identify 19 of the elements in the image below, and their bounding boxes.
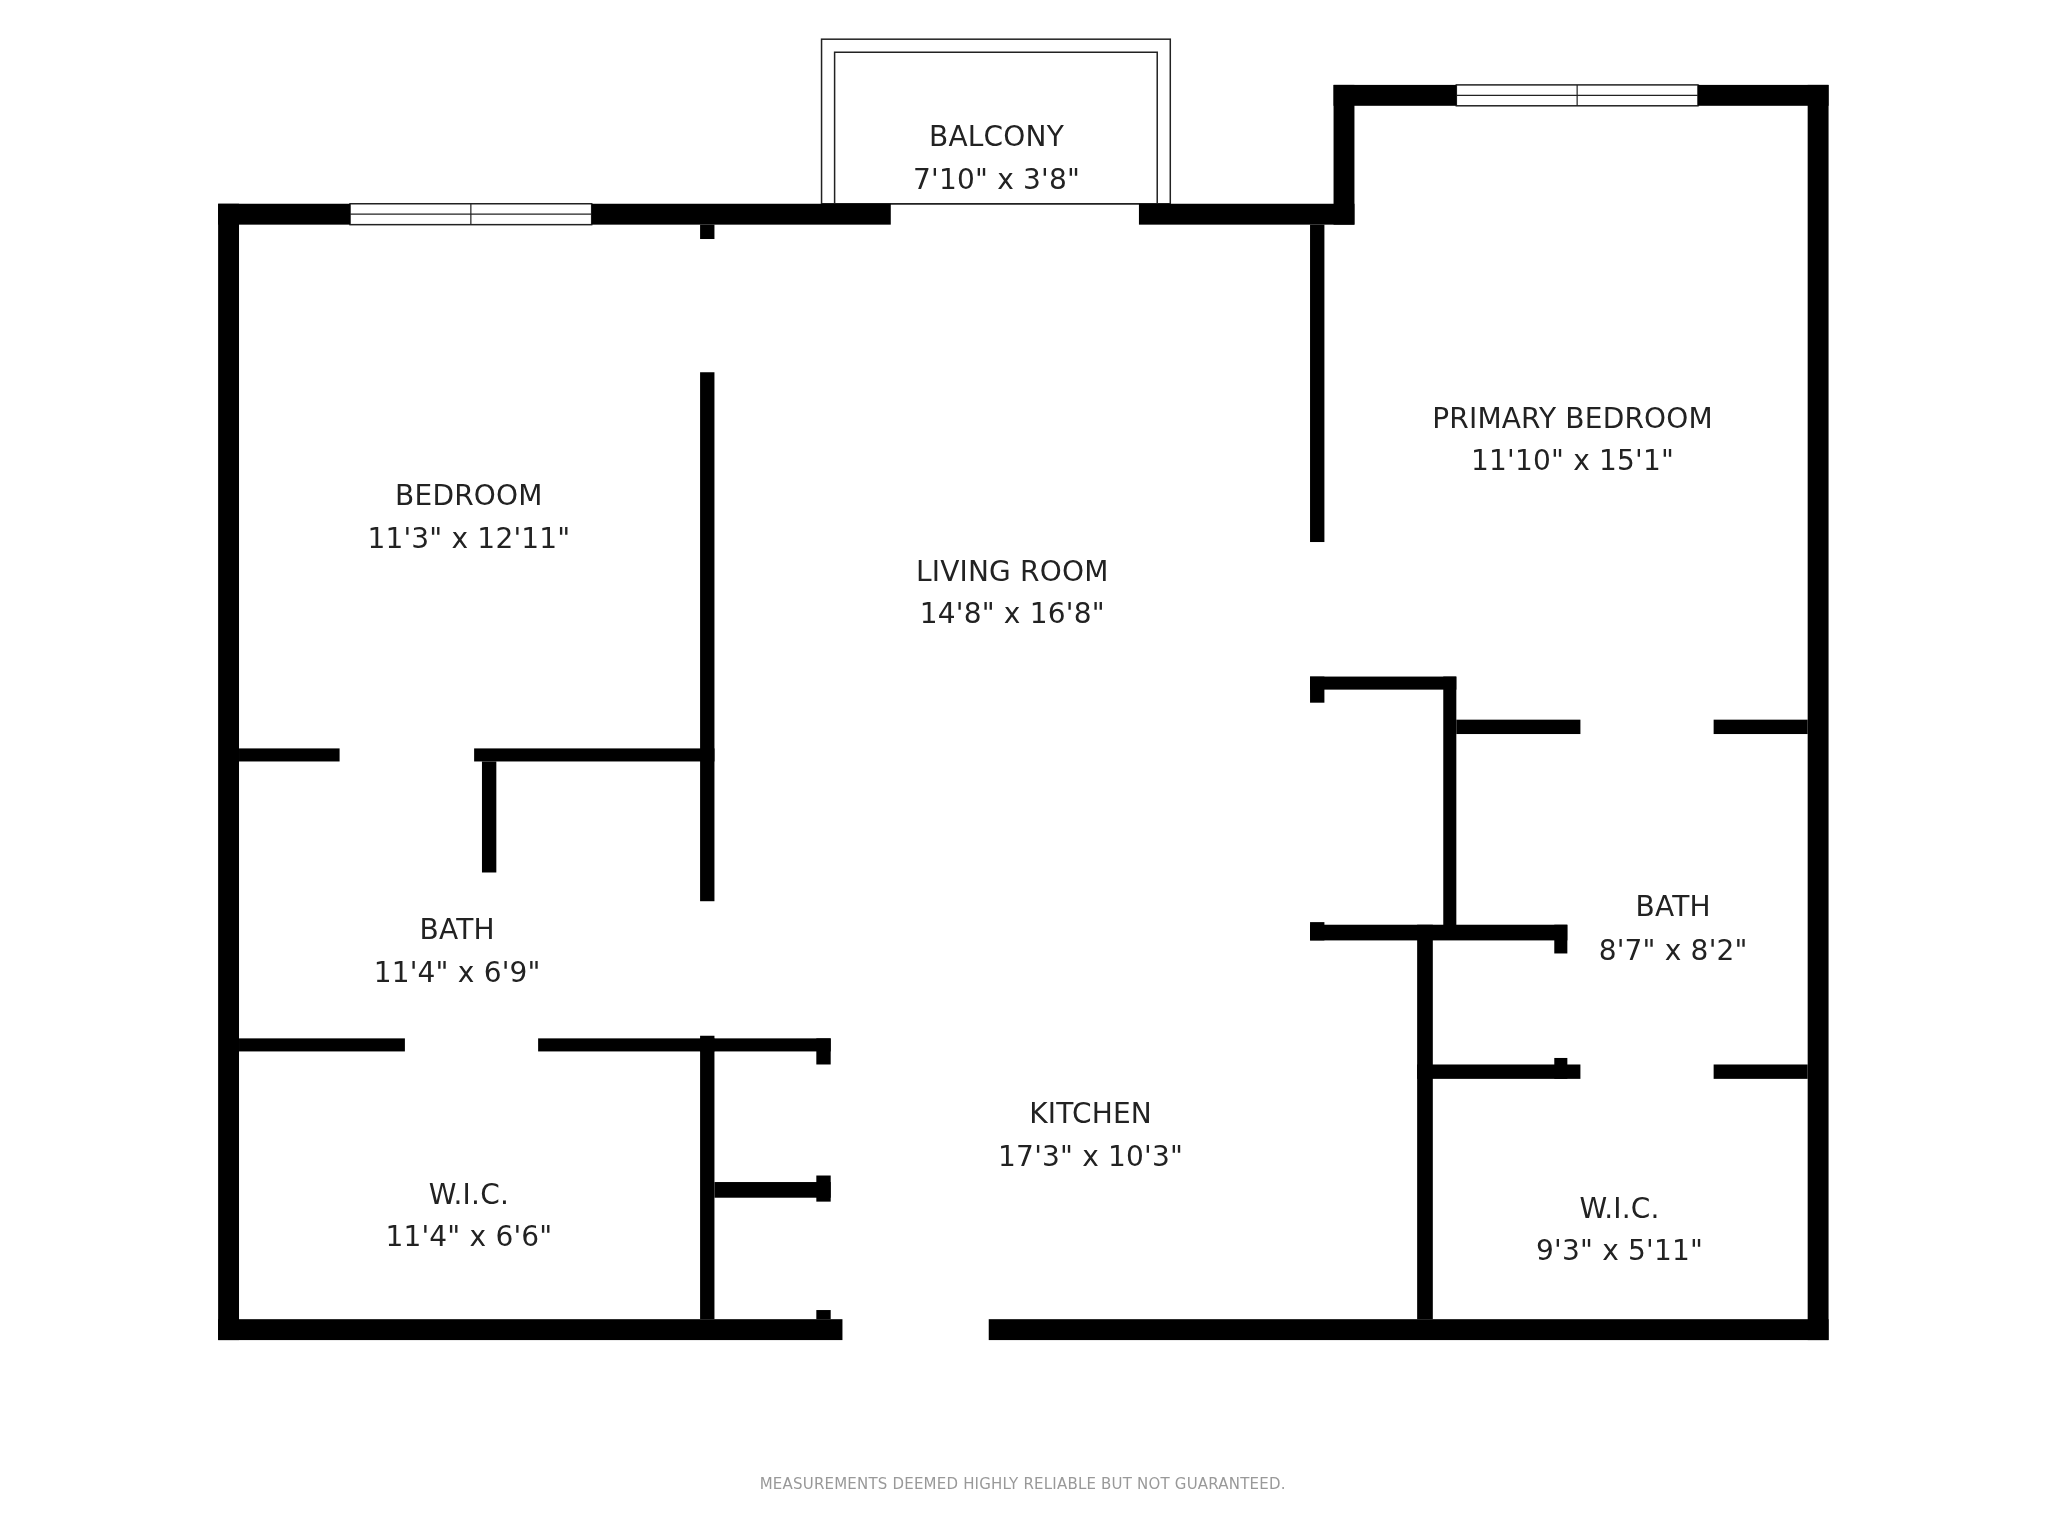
room-dimensions: 11'4" x 6'6" — [385, 1219, 553, 1253]
room-dimensions: 11'10" x 15'1" — [1471, 443, 1675, 477]
room-dimensions: 11'4" x 6'9" — [373, 955, 541, 989]
room-name: LIVING ROOM — [915, 554, 1109, 588]
room-dimensions: 7'10" x 3'8" — [913, 162, 1081, 196]
room-name: W.I.C. — [1579, 1191, 1660, 1225]
room-dimensions: 17'3" x 10'3" — [998, 1139, 1184, 1173]
room-name: PRIMARY BEDROOM — [1432, 401, 1713, 435]
room-dimensions: 8'7" x 8'2" — [1598, 933, 1748, 967]
footer-note: MEASUREMENTS DEEMED HIGHLY RELIABLE BUT NOT GUARANTEED. — [759, 1474, 1286, 1493]
room-dimensions: 14'8" x 16'8" — [919, 596, 1105, 630]
room-name: W.I.C. — [428, 1177, 509, 1211]
room-name: BALCONY — [929, 119, 1065, 153]
room-name: BEDROOM — [395, 478, 543, 512]
room-dimensions: 9'3" x 5'11" — [1536, 1233, 1704, 1267]
room-dimensions: 11'3" x 12'11" — [367, 521, 571, 555]
room-name: BATH — [419, 912, 495, 946]
room-name: KITCHEN — [1029, 1096, 1152, 1130]
room-name: BATH — [1635, 889, 1711, 923]
